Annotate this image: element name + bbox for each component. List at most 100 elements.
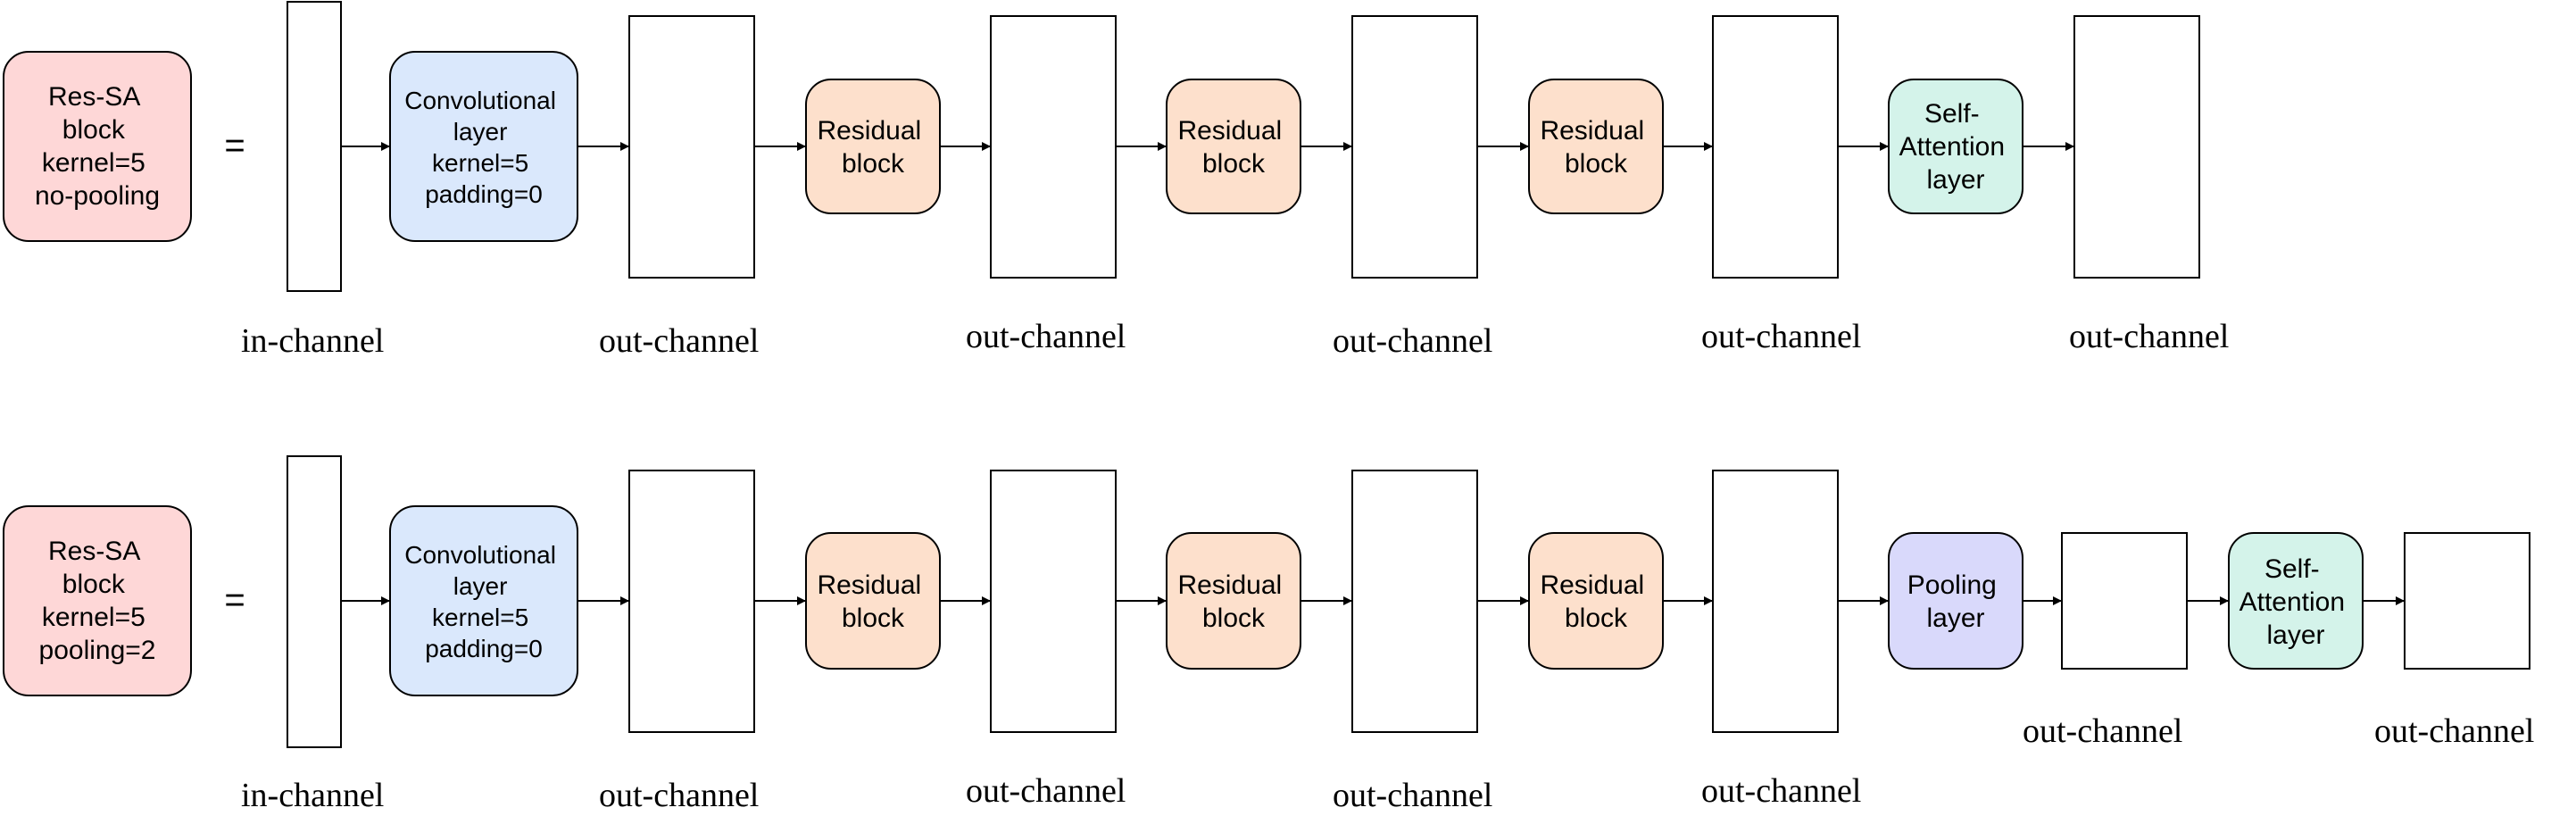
conv-line-4: padding=0 — [425, 635, 543, 662]
residual-block-label: Residual block — [1540, 116, 1651, 179]
out-channel-label: out-channel — [599, 777, 759, 814]
conv-line-2: layer — [453, 572, 508, 600]
residual-block-label: Residual block — [1540, 570, 1651, 633]
output-tensor — [1351, 470, 1478, 733]
row-pooling: Res-SA block kernel=5 pooling=2 = Convol… — [3, 455, 2534, 814]
res-sa-block-label: Res-SA block kernel=5 pooling=2 — [39, 537, 156, 665]
attention-line-3: layer — [2266, 620, 2324, 650]
pooling-layer: Pooling layer — [1888, 532, 2023, 670]
convolutional-layer-box — [389, 51, 578, 242]
output-tensor — [1712, 470, 1839, 733]
input-tensor — [287, 1, 342, 292]
input-tensor — [287, 455, 342, 748]
res-sa-block-definition: Res-SA block kernel=5 no-pooling — [3, 51, 192, 242]
equals-sign: = — [224, 126, 245, 165]
residual-block-label: Residual block — [817, 570, 928, 633]
out-channel-label: out-channel — [966, 318, 1126, 355]
def-line-4: no-pooling — [35, 181, 160, 211]
out-channel-label: out-channel — [2069, 318, 2229, 355]
self-attention-layer-label: Self- Attention layer — [2239, 554, 2353, 650]
res-sa-block-box — [3, 505, 192, 696]
def-line-2: block — [62, 570, 126, 599]
def-line-2: block — [62, 115, 126, 145]
pooling-line-2: layer — [1926, 604, 1984, 633]
res-sa-block-definition: Res-SA block kernel=5 pooling=2 — [3, 505, 192, 696]
residual-line-2: block — [842, 149, 905, 179]
output-tensor — [2073, 15, 2200, 279]
conv-line-1: Convolutional — [404, 87, 556, 114]
output-tensor — [1351, 15, 1478, 279]
output-tensor — [990, 470, 1117, 733]
def-line-3: kernel=5 — [42, 148, 145, 178]
residual-line-2: block — [1202, 149, 1266, 179]
residual-line-1: Residual — [1177, 116, 1282, 146]
out-channel-label: out-channel — [599, 322, 759, 360]
attention-line-2: Attention — [2239, 587, 2345, 617]
conv-line-3: kernel=5 — [432, 149, 528, 177]
attention-line-3: layer — [1926, 165, 1984, 195]
out-channel-label: out-channel — [1701, 318, 1861, 355]
conv-line-4: padding=0 — [425, 180, 543, 208]
out-channel-label: out-channel — [1333, 322, 1492, 360]
attention-line-2: Attention — [1899, 132, 2005, 162]
convolutional-layer-label: Convolutional layer kernel=5 padding=0 — [404, 87, 562, 208]
conv-line-3: kernel=5 — [432, 604, 528, 631]
residual-block: Residual block — [1528, 532, 1664, 670]
pooled-tensor — [2061, 532, 2188, 670]
attention-line-1: Self- — [1924, 99, 1980, 129]
res-sa-block-label: Res-SA block kernel=5 no-pooling — [35, 82, 160, 211]
pooling-line-1: Pooling — [1907, 570, 1997, 600]
res-sa-block-box — [3, 51, 192, 242]
residual-line-2: block — [1202, 604, 1266, 633]
output-tensor — [2404, 532, 2530, 670]
residual-line-1: Residual — [1540, 116, 1644, 146]
out-channel-label: out-channel — [1333, 777, 1492, 814]
output-tensor — [1712, 15, 1839, 279]
output-tensor — [628, 470, 755, 733]
residual-line-1: Residual — [817, 570, 921, 600]
residual-block-box — [1528, 532, 1664, 670]
residual-block: Residual block — [1166, 532, 1301, 670]
residual-line-2: block — [842, 604, 905, 633]
residual-block-label: Residual block — [1177, 116, 1289, 179]
def-line-1: Res-SA — [48, 82, 140, 112]
def-line-4: pooling=2 — [39, 636, 156, 665]
convolutional-layer: Convolutional layer kernel=5 padding=0 — [389, 505, 578, 696]
in-channel-label: in-channel — [241, 322, 384, 360]
out-channel-label: out-channel — [966, 772, 1126, 810]
out-channel-label: out-channel — [2374, 712, 2534, 750]
residual-line-2: block — [1565, 604, 1628, 633]
conv-line-2: layer — [453, 118, 508, 146]
pooling-layer-label: Pooling layer — [1907, 570, 2004, 633]
residual-line-1: Residual — [1177, 570, 1282, 600]
output-tensor — [990, 15, 1117, 279]
output-tensor — [628, 15, 755, 279]
pooling-layer-box — [1888, 532, 2023, 670]
def-line-1: Res-SA — [48, 537, 140, 566]
row-no-pooling: Res-SA block kernel=5 no-pooling = Convo… — [3, 1, 2229, 360]
residual-block-label: Residual block — [1177, 570, 1289, 633]
residual-block: Residual block — [1528, 79, 1664, 214]
residual-line-1: Residual — [817, 116, 921, 146]
residual-block: Residual block — [805, 79, 941, 214]
def-line-3: kernel=5 — [42, 603, 145, 632]
equals-sign: = — [224, 580, 245, 620]
residual-block-box — [805, 79, 941, 214]
convolutional-layer-label: Convolutional layer kernel=5 padding=0 — [404, 541, 562, 662]
residual-block-box — [1528, 79, 1664, 214]
residual-line-2: block — [1565, 149, 1628, 179]
in-channel-label: in-channel — [241, 777, 384, 814]
out-channel-label: out-channel — [1701, 772, 1861, 810]
residual-line-1: Residual — [1540, 570, 1644, 600]
convolutional-layer-box — [389, 505, 578, 696]
conv-line-1: Convolutional — [404, 541, 556, 569]
residual-block: Residual block — [1166, 79, 1301, 214]
self-attention-layer-label: Self- Attention layer — [1899, 99, 2013, 195]
self-attention-layer: Self- Attention layer — [2228, 532, 2364, 670]
out-channel-label: out-channel — [2023, 712, 2182, 750]
residual-block-box — [1166, 532, 1301, 670]
convolutional-layer: Convolutional layer kernel=5 padding=0 — [389, 51, 578, 242]
residual-block-label: Residual block — [817, 116, 928, 179]
residual-block: Residual block — [805, 532, 941, 670]
